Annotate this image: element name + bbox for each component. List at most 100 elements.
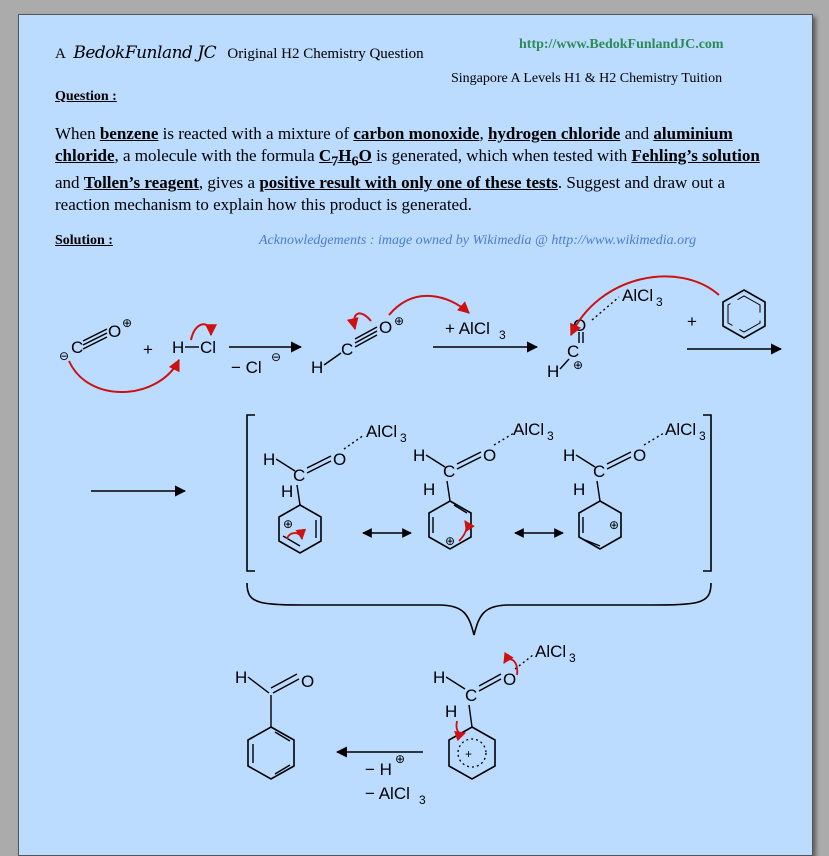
subscript: 3 <box>699 429 706 443</box>
charge-plus: + <box>465 747 472 761</box>
formula-h: H <box>338 145 352 165</box>
document-page: A BedokFunland JC Original H2 Chemistry … <box>18 14 813 856</box>
carbon-monoxide-molecule: ⊖ C O ⊕ <box>59 316 132 363</box>
atom-h: H <box>547 362 559 381</box>
atom-o: O <box>503 670 516 689</box>
atom-o: O <box>301 672 314 691</box>
q-formula: C7H6O <box>318 145 372 169</box>
brand-header: A BedokFunland JC Original H2 Chemistry … <box>55 43 424 63</box>
curly-arrow <box>503 651 519 676</box>
atom-h: H <box>413 446 425 465</box>
atom-c: C <box>567 342 579 361</box>
atom-cl: Cl <box>200 338 216 357</box>
atom-h: H <box>281 482 293 501</box>
q-part: and <box>55 173 84 193</box>
subscript: 3 <box>547 429 554 443</box>
minus-cl-label: − Cl <box>231 358 262 377</box>
charge-minus: ⊖ <box>59 349 69 363</box>
bracket-right <box>703 414 712 572</box>
q-benzene: benzene <box>99 124 159 143</box>
formula-sub-7: 7 <box>331 152 339 169</box>
benzene-ring <box>722 289 766 339</box>
q-part: . Suggest and draw out a reaction mechan… <box>55 173 726 214</box>
charge-plus: ⊕ <box>394 314 404 328</box>
q-part: , a molecule with the formula <box>114 145 319 165</box>
q-hydrogen-chloride: hydrogen chloride <box>487 124 621 143</box>
curly-arrow <box>190 323 217 341</box>
alcl3-label: AlCl <box>513 420 544 439</box>
arenium-complex: H C O AlCl 3 H + <box>433 642 576 780</box>
tuition-line: Singapore A Levels H1 & H2 Chemistry Tui… <box>451 71 723 86</box>
atom-h: H <box>563 446 575 465</box>
atom-h: H <box>573 480 585 499</box>
atom-h: H <box>423 480 435 499</box>
plus-sign: + <box>687 312 697 331</box>
plus-sign: + <box>143 340 153 359</box>
atom-o: O <box>633 446 646 465</box>
brand-subtitle: Original H2 Chemistry Question <box>227 46 424 62</box>
curly-arrow <box>286 528 307 541</box>
acylium-complex: H C O AlCl 3 ⊕ <box>547 286 663 381</box>
atom-h: H <box>433 668 445 687</box>
question-label: Question : <box>55 89 117 104</box>
q-carbon-monoxide: carbon monoxide <box>353 124 480 143</box>
q-part: and <box>620 124 654 143</box>
atom-o: O <box>108 322 121 341</box>
charge-plus: ⊕ <box>445 534 455 548</box>
atom-h: H <box>445 702 457 721</box>
atom-h: H <box>235 668 247 687</box>
brand-prefix: A <box>55 46 66 62</box>
curly-arrow <box>68 358 180 393</box>
subscript: 3 <box>569 651 576 665</box>
formula-o: O <box>358 145 372 165</box>
alcl3-label: AlCl <box>665 420 696 439</box>
q-fehlings: Fehling’s solution <box>631 145 760 165</box>
atom-c: C <box>71 338 83 357</box>
q-aluminium-chloride: aluminium chloride <box>55 124 733 165</box>
hydrogen-chloride-molecule: H Cl <box>172 338 216 357</box>
charge-plus: ⊕ <box>395 752 405 766</box>
sigma-complex-2: H C O AlCl 3 H ⊕ <box>413 420 554 550</box>
question-text: When benzene is reacted with a mixture o… <box>55 123 765 215</box>
charge-plus: ⊕ <box>573 358 583 372</box>
charge-minus: ⊖ <box>271 350 281 364</box>
minus-alcl3-label: − AlCl <box>365 784 410 803</box>
q-positive-result: positive result with only one of these t… <box>259 173 558 193</box>
plus-alcl3-label: + AlCl <box>445 319 490 338</box>
atom-c: C <box>593 462 605 481</box>
benzaldehyde-product: H O <box>235 668 314 780</box>
acknowledgement: Acknowledgements : image owned by Wikime… <box>259 233 697 248</box>
atom-h: H <box>172 338 184 357</box>
atom-c: C <box>465 686 477 705</box>
atom-c: C <box>341 340 353 359</box>
atom-h: H <box>311 358 323 377</box>
charge-plus: ⊕ <box>609 518 619 532</box>
subscript: 3 <box>499 328 506 342</box>
formyl-cation: H C O ⊕ <box>311 314 404 377</box>
atom-h: H <box>263 450 275 469</box>
charge-plus: ⊕ <box>283 517 293 531</box>
q-part: is reacted with a mixture of <box>158 124 354 143</box>
alcl3-label: AlCl <box>535 642 566 661</box>
q-part: , <box>479 124 488 143</box>
curly-brace <box>246 582 712 636</box>
solution-label: Solution : <box>55 233 113 248</box>
site-url[interactable]: http://www.BedokFunlandJC.com <box>519 37 724 52</box>
curly-arrow <box>454 720 467 742</box>
curly-arrow <box>458 520 475 542</box>
charge-plus: ⊕ <box>122 316 132 330</box>
q-tollens: Tollen’s reagent <box>83 173 199 193</box>
subscript: 3 <box>419 793 426 807</box>
formula-sub-6: 6 <box>351 152 359 169</box>
sigma-complex-3: H C O AlCl 3 H ⊕ <box>563 420 706 550</box>
brand-logo: BedokFunland JC <box>73 43 217 63</box>
curly-arrow <box>388 294 470 316</box>
q-part: When <box>55 124 100 143</box>
subscript: 3 <box>400 431 407 445</box>
atom-o: O <box>483 446 496 465</box>
atom-o: O <box>333 450 346 469</box>
alcl3-label: AlCl <box>366 422 397 441</box>
atom-c: C <box>293 466 305 485</box>
formula-c: C <box>318 145 332 165</box>
curly-arrow <box>346 312 372 331</box>
